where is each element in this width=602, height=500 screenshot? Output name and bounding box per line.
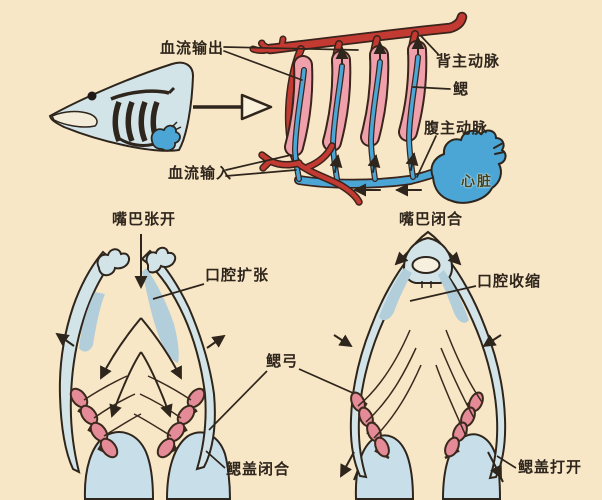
- jaw-right-shade: [142, 268, 179, 363]
- water-flow-arrows-open: [55, 234, 226, 418]
- jaw-left: [58, 250, 115, 474]
- mouth-cavity-opening: [411, 256, 441, 274]
- blood-flow-arrows: [329, 36, 425, 197]
- snout-detail: [421, 281, 432, 288]
- right-arrow-icon: [193, 93, 273, 121]
- label-gill-arch: 鳃弓: [266, 352, 299, 370]
- label-oral-expand: 口腔扩张: [205, 266, 270, 284]
- label-dorsal-aorta: 背主动脉: [436, 52, 501, 70]
- open-panel-pointer-lines: [152, 283, 364, 469]
- ventral-aorta-vessel: [294, 168, 439, 189]
- fish-heart-stub: [171, 121, 182, 131]
- gill-row-right: [133, 375, 206, 459]
- label-gill-cover-closed: 鳃盖闭合: [226, 460, 291, 478]
- jaw-left: [349, 257, 418, 479]
- jaw-right: [140, 249, 216, 471]
- mouth-open-diagram: [55, 234, 364, 500]
- jaw-right-tip: [145, 246, 177, 274]
- label-gill-cover-open: 鳃盖打开: [518, 458, 583, 476]
- heart-shape: [430, 129, 507, 204]
- jaw-right-shade: [438, 270, 469, 323]
- gill-row-left: [69, 375, 142, 459]
- mouth-closed-diagram: [333, 230, 517, 500]
- closed-panel-pointer-lines: [409, 285, 517, 469]
- label-ventral-aorta: 腹主动脉: [424, 119, 489, 137]
- gill-row-right: [444, 391, 484, 460]
- artery-lower-branch: [258, 142, 363, 206]
- gill-filaments: [284, 40, 428, 157]
- fish-eye: [87, 91, 97, 101]
- water-flow-arrows-closed: [333, 250, 502, 479]
- throat-left: [83, 431, 155, 500]
- label-gill: 鳃: [453, 80, 470, 98]
- jaw-left-shade: [79, 292, 105, 352]
- fish-mouth: [50, 110, 98, 128]
- jaw-left-shade: [379, 268, 412, 321]
- label-blood-flow-in: 血流输入: [168, 164, 233, 182]
- fish-head-illustration: [48, 61, 195, 152]
- label-blood-flow-out: 血流输出: [160, 39, 225, 57]
- label-heart: 心脏: [461, 174, 493, 190]
- fish-heart: [150, 124, 181, 152]
- jaw-left-tip: [96, 248, 131, 277]
- water-streamlines: [357, 329, 483, 439]
- circulation-pointer-lines: [223, 35, 451, 178]
- label-oral-contract: 口腔收缩: [477, 272, 542, 290]
- gill-circulation-diagram: [223, 11, 507, 206]
- label-mouth-closed: 嘴巴闭合: [399, 210, 464, 228]
- fish-head-shape: [48, 61, 195, 152]
- label-mouth-open: 嘴巴张开: [112, 210, 177, 228]
